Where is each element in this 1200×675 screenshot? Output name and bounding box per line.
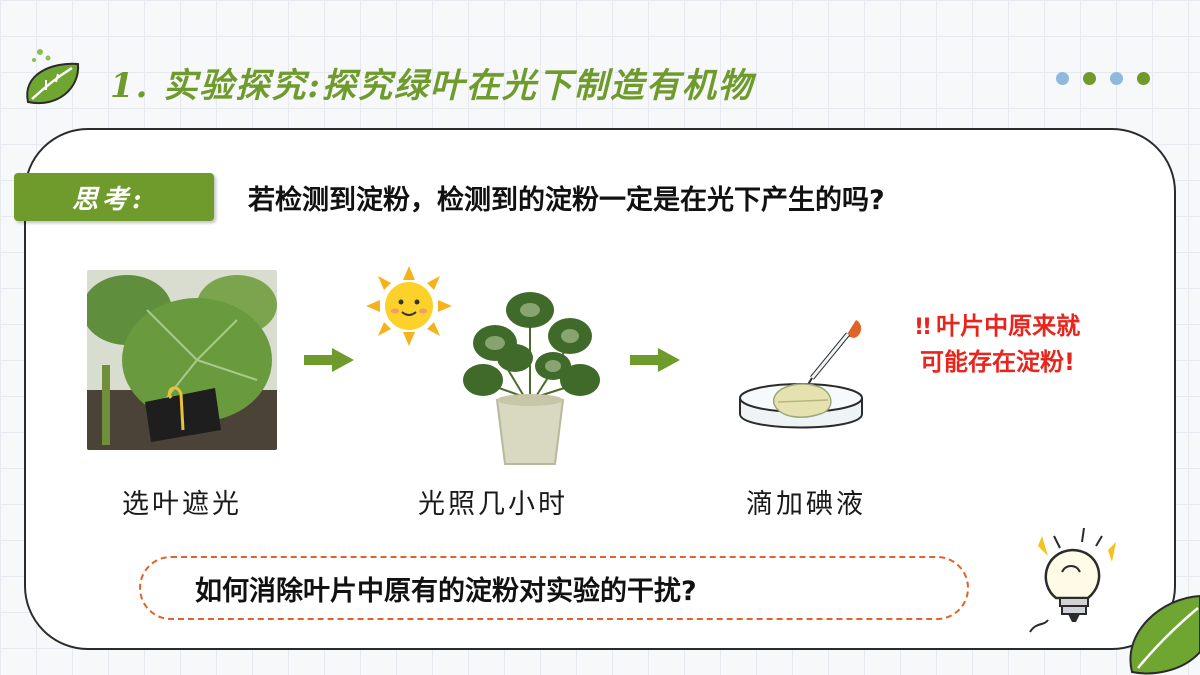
warning-line-1: 叶片中原来就 bbox=[936, 312, 1081, 340]
dot-1 bbox=[1056, 72, 1069, 85]
petri-dish-dropper-icon bbox=[739, 320, 863, 429]
dot-4 bbox=[1137, 72, 1150, 85]
potted-plant-image bbox=[463, 292, 600, 465]
step2-caption: 光照几小时 bbox=[418, 489, 568, 520]
think-question: 若检测到淀粉，检测到的淀粉一定是在光下产生的吗? bbox=[248, 185, 885, 216]
warning-line-2: 可能存在淀粉! bbox=[920, 348, 1075, 376]
exclamation-icon: !! bbox=[914, 315, 932, 340]
think-tag: 思考: bbox=[14, 173, 214, 221]
leaf-logo-icon bbox=[26, 49, 80, 105]
dot-3 bbox=[1110, 72, 1123, 85]
sun-icon bbox=[366, 266, 452, 346]
dot-2 bbox=[1083, 72, 1096, 85]
step1-photo bbox=[87, 270, 277, 450]
corner-leaf-icon bbox=[1129, 594, 1200, 675]
lightbulb-icon bbox=[1029, 528, 1116, 633]
arrow-right-icon bbox=[304, 348, 354, 372]
decorative-dots bbox=[1056, 72, 1150, 85]
step1-caption: 选叶遮光 bbox=[122, 489, 242, 520]
warning-note: !!叶片中原来就 可能存在淀粉! bbox=[914, 309, 1080, 379]
arrow-right-icon bbox=[630, 348, 680, 372]
page-title: 1. 实验探究:探究绿叶在光下制造有机物 bbox=[110, 66, 754, 106]
step3-caption: 滴加碘液 bbox=[746, 489, 866, 520]
bottom-question: 如何消除叶片中原有的淀粉对实验的干扰? bbox=[195, 575, 697, 607]
bottom-question-box: 如何消除叶片中原有的淀粉对实验的干扰? bbox=[139, 556, 969, 620]
covered-leaf-image bbox=[87, 270, 277, 450]
